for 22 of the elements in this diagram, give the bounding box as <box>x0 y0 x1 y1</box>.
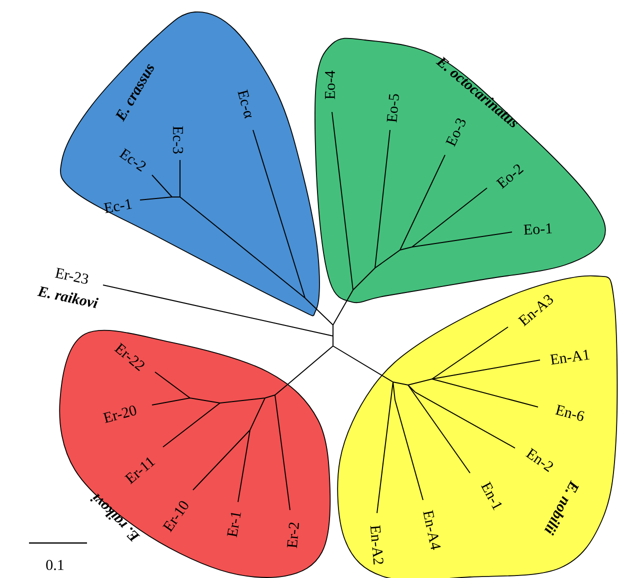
leaf-label: En-A2 <box>370 525 384 565</box>
leaf-label: Eo-1 <box>524 223 552 235</box>
leaf-label: En-6 <box>555 404 584 421</box>
clade-region <box>337 275 618 578</box>
leaf-label: Er-20 <box>102 406 136 424</box>
leaf-label: Ec-2 <box>118 148 146 172</box>
leaf-label: En-2 <box>526 448 553 472</box>
leaf-label: Er-23 <box>54 268 88 284</box>
leaf-label: Ec-3 <box>172 126 184 154</box>
leaf-label: Eo-2 <box>496 164 524 189</box>
leaf-label: En-1 <box>481 481 502 510</box>
leaf-label: Eo-5 <box>386 94 399 122</box>
leaf-label: En-A4 <box>423 510 441 550</box>
clade-name: E. nobilii <box>544 480 579 536</box>
leaf-label: Er-2 <box>287 522 300 548</box>
leaf-label: En-A1 <box>550 350 590 365</box>
leaf-label: Eo-4 <box>325 70 335 100</box>
species-name: E. raikovi <box>37 286 99 308</box>
leaf-label: Er-1 <box>227 512 241 538</box>
leaf-label: Ec-α <box>238 89 252 119</box>
leaf-label: Ec-1 <box>104 199 132 214</box>
scale-label: 0.1 <box>46 560 64 570</box>
